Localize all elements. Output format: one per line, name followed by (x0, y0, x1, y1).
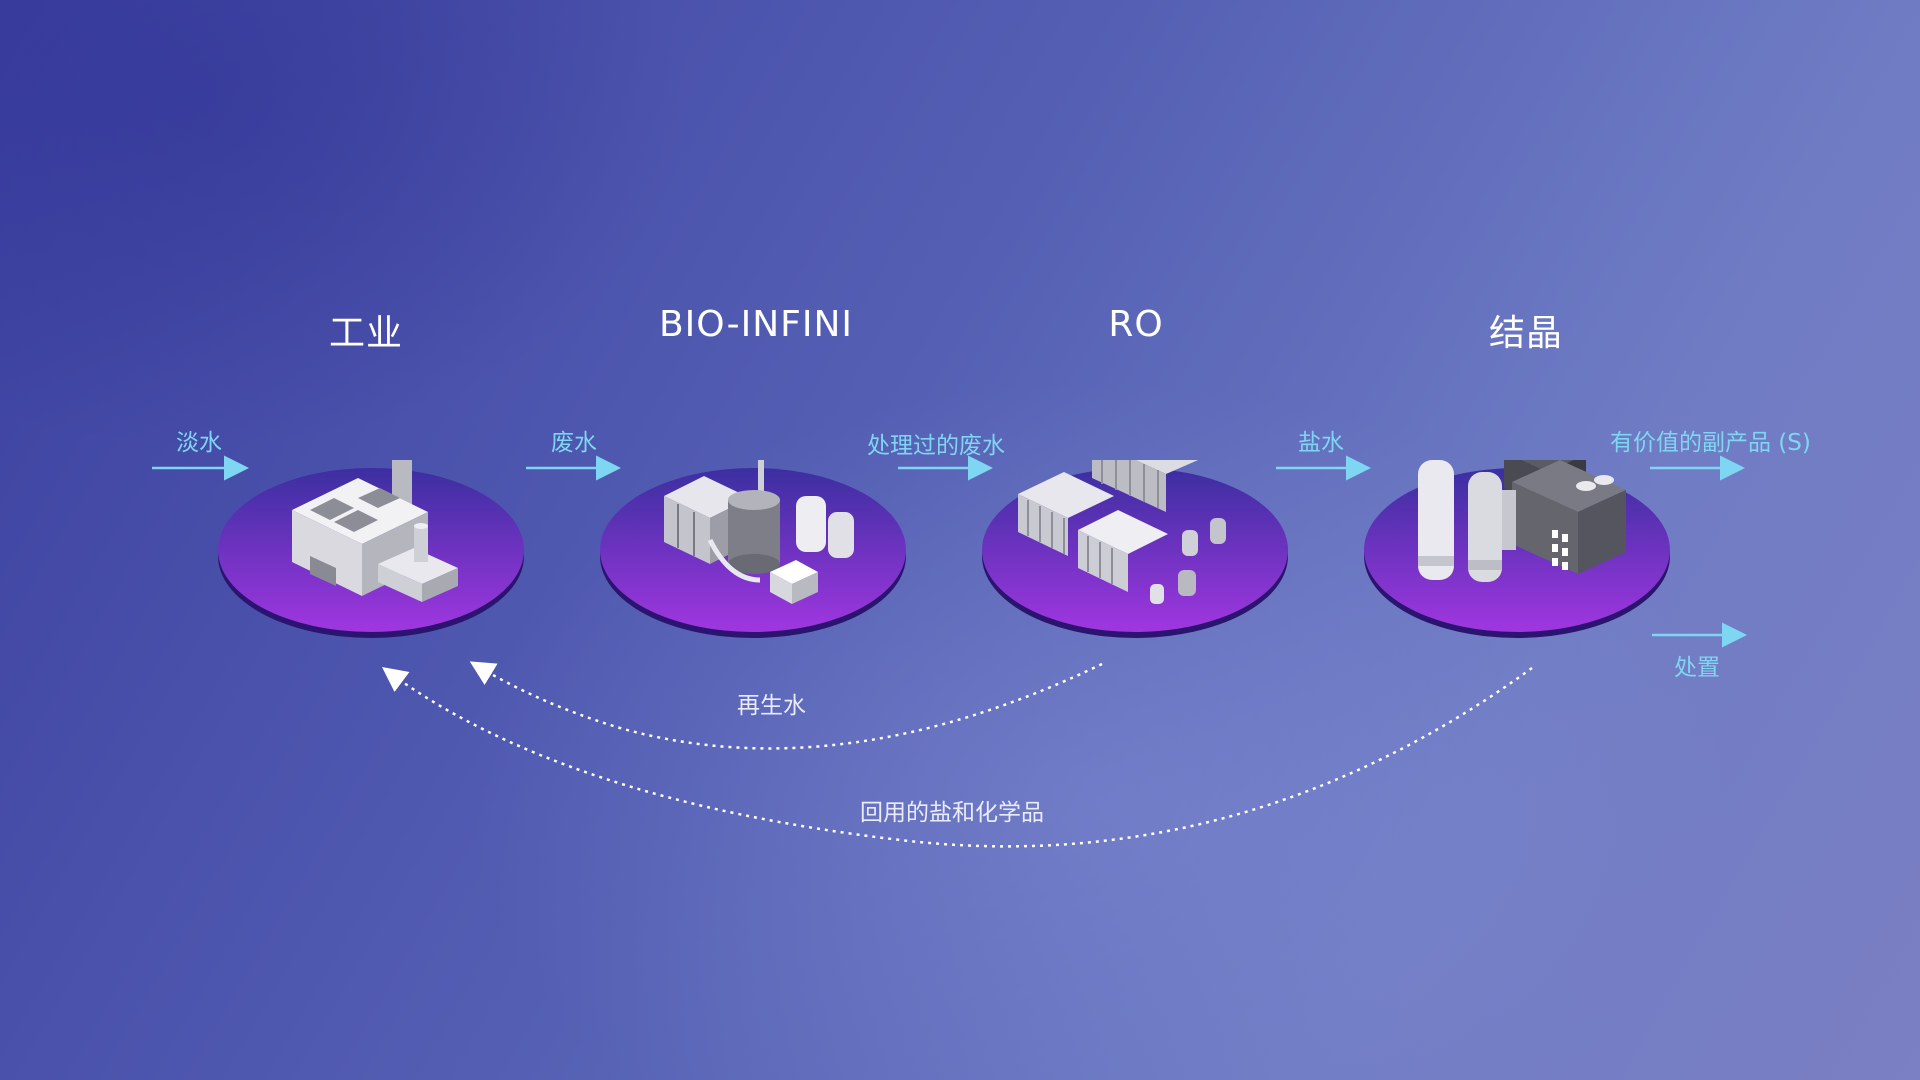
loop-arrow-recovered-salts (381, 666, 1533, 848)
stage-title-ro: RO (1108, 304, 1164, 345)
bio-reactor-icon (664, 460, 854, 604)
flow-label-wastewater: 废水 (551, 430, 597, 456)
flow-label-byproducts: 有价值的副产品 (S) (1610, 430, 1811, 456)
crystallizer-icon (1418, 460, 1626, 582)
loop-label-reclaimed-water: 再生水 (737, 693, 806, 719)
industry-platform (218, 460, 524, 638)
ro-membrane-icon (1018, 460, 1226, 604)
loop-arrow-reclaimed-water (469, 661, 1103, 750)
loop-label-recovered-salts: 回用的盐和化学品 (860, 800, 1044, 826)
stage-title-bio-infini: BIO-INFINI (658, 304, 854, 345)
factory-icon (292, 460, 458, 602)
flow-label-treated-wastewater: 处理过的废水 (867, 433, 1005, 459)
stage-title-industry: 工业 (328, 313, 403, 354)
crystallization-platform (1364, 460, 1670, 638)
flow-label-disposal: 处置 (1674, 655, 1720, 681)
flow-label-brine: 盐水 (1298, 430, 1344, 456)
bio-infini-platform (600, 460, 906, 638)
flow-label-freshwater: 淡水 (176, 430, 222, 456)
ro-platform (982, 460, 1288, 638)
stage-title-crystallization: 结晶 (1488, 313, 1563, 354)
